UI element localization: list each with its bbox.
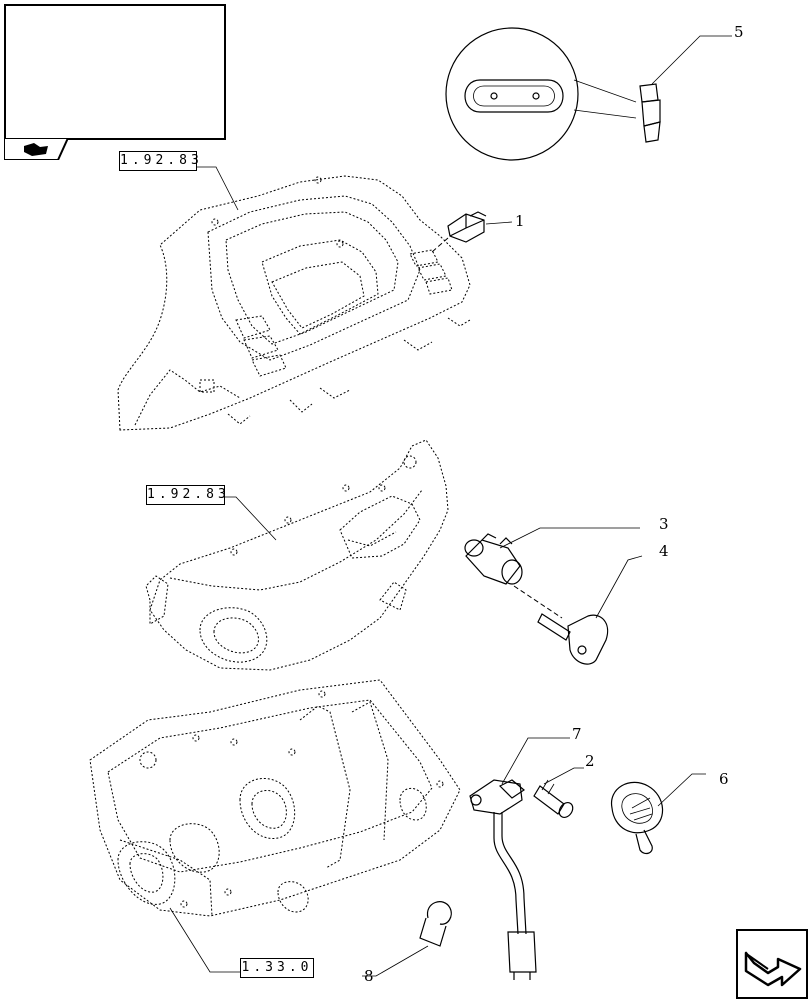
part-1-switch	[431, 211, 513, 253]
ref-top-leader	[196, 166, 239, 211]
part-8-clamp	[362, 901, 452, 977]
callout-8: 8	[364, 967, 374, 985]
callout-1: 1	[515, 212, 525, 230]
part-2-screw	[533, 767, 584, 819]
transmission-housing	[89, 679, 461, 917]
part-3-ignition-switch	[464, 527, 640, 585]
reference-box-top[interactable]: 1.92.83	[119, 151, 199, 171]
part-7-sensor	[469, 737, 570, 980]
tractor-dashboard-thumbnail	[4, 4, 226, 140]
dashboard-lower-housing	[145, 439, 449, 671]
callout-3: 3	[659, 515, 669, 533]
callout-6: 6	[719, 770, 729, 788]
dashboard-upper-housing	[117, 175, 471, 431]
part-4-key	[513, 555, 643, 665]
ref-mid-leader	[224, 496, 277, 541]
part-6-cap	[610, 773, 706, 855]
ref-bottom-leader	[169, 907, 240, 973]
reference-box-middle[interactable]: 1.92.83	[146, 485, 226, 505]
next-page-button[interactable]	[736, 929, 808, 999]
callout-2: 2	[585, 752, 595, 770]
next-page-arrow-icon	[744, 951, 802, 987]
callout-5: 5	[734, 23, 744, 41]
callout-4: 4	[659, 542, 669, 560]
parts-book-icon	[4, 138, 68, 160]
callout-7: 7	[572, 725, 582, 743]
part-5-inset	[445, 27, 732, 161]
reference-box-bottom[interactable]: 1.33.0	[240, 958, 314, 978]
